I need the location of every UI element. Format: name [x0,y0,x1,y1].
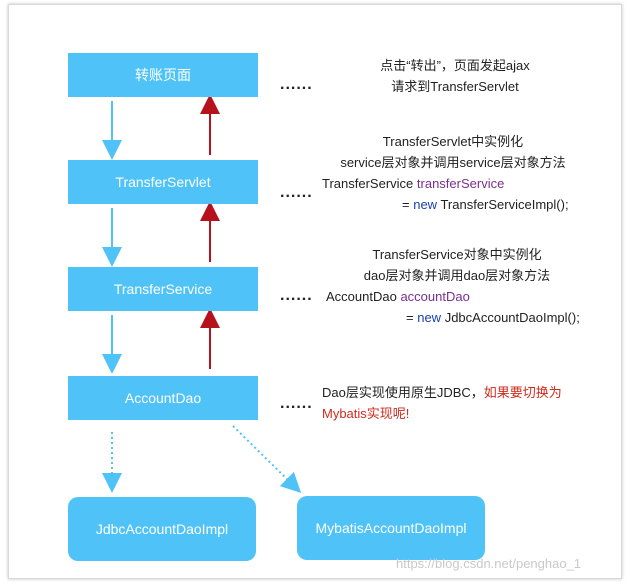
note-servlet-line1: TransferServlet中实例化 [382,134,524,149]
note-servlet-line3: TransferService transferService [322,173,612,194]
transfer-service-label: TransferService [113,281,213,297]
note-page-line1: 点击“转出”，页面发起ajax [380,58,530,73]
transfer-page-label: 转账页面 [135,67,191,83]
service-var-text: accountDao [400,289,470,304]
dots-service: ...... [280,287,313,304]
note-service-line1: TransferService对象中实例化 [372,247,542,262]
account-dao-box: AccountDao [68,376,258,420]
service-new-keyword: new [417,310,442,325]
note-servlet-line4: = new TransferServiceImpl(); [322,194,612,215]
note-servlet: TransferServlet中实例化 service层对象并调用service… [322,131,612,215]
transfer-servlet-box: TransferServlet [68,160,258,204]
jdbc-impl-label: JdbcAccountDaoImpl [95,521,229,537]
mybatis-impl-label: MybatisAccountDaoImpl [315,520,467,536]
note-dao: Dao层实现使用原生JDBC，如果要切换为 Mybatis实现呢! [322,382,612,424]
transfer-servlet-label: TransferServlet [115,174,211,190]
note-page-line2: 请求到TransferServlet [391,79,519,94]
note-dao-line1: Dao层实现使用原生JDBC，如果要切换为 [322,382,612,403]
service-call-text: JdbcAccountDaoImpl(); [444,310,580,325]
account-dao-label: AccountDao [124,390,202,406]
note-service-line2: dao层对象并调用dao层对象方法 [363,268,551,283]
dao-note-black: Dao层实现使用原生JDBC， [322,385,484,400]
note-service: TransferService对象中实例化 dao层对象并调用dao层对象方法 … [326,244,616,328]
jdbc-impl-box: JdbcAccountDaoImpl [68,497,256,561]
transfer-service-box: TransferService [68,267,258,311]
servlet-call-text: TransferServiceImpl(); [440,197,569,212]
servlet-var-text: transferService [416,176,505,191]
note-service-line4: = new JdbcAccountDaoImpl(); [326,307,616,328]
servlet-type-text: TransferService [322,176,414,191]
dao-note-red: 如果要切换为 [483,385,562,400]
servlet-eq-text: = [402,197,410,212]
watermark: https://blog.csdn.net/penghao_1 [396,556,582,571]
arrow-dao-to-mybatis [232,425,302,494]
dots-servlet: ...... [280,184,313,201]
mybatis-impl-box: MybatisAccountDaoImpl [297,496,485,560]
note-service-line3: AccountDao accountDao [326,286,616,307]
transfer-page-box: 转账页面 [68,53,258,97]
servlet-new-keyword: new [413,197,438,212]
service-type-text: AccountDao [326,289,397,304]
service-eq-text: = [406,310,414,325]
dots-page: ...... [280,76,313,93]
note-dao-line2: Mybatis实现呢! [322,406,410,421]
note-servlet-line2: service层对象并调用service层对象方法 [340,155,566,170]
note-page: 点击“转出”，页面发起ajax 请求到TransferServlet [350,55,560,97]
dots-dao: ...... [280,395,313,412]
